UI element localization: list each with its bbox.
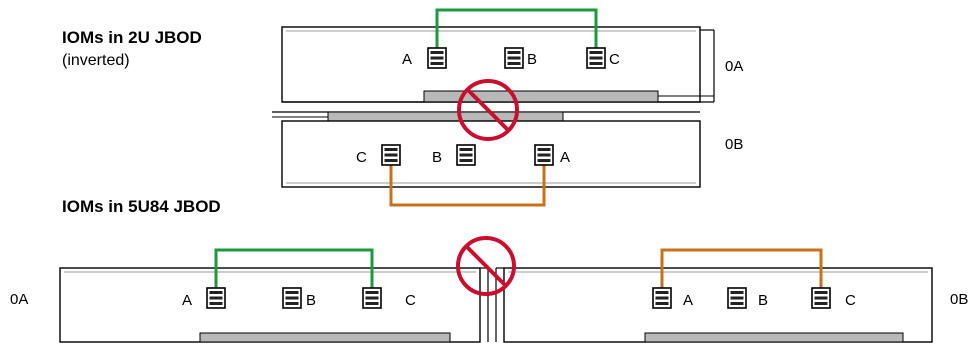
port-label: B xyxy=(432,149,442,166)
section-2u-title: IOMs in 2U JBOD xyxy=(62,28,202,47)
port-label: A xyxy=(560,149,570,166)
port-label: A xyxy=(683,292,693,309)
section-2u-subtitle: (inverted) xyxy=(62,52,130,69)
sas-port-icon xyxy=(727,287,747,309)
module-label-2u-top: 0A xyxy=(725,58,744,75)
iom-5u-left xyxy=(59,267,489,343)
iom-5u-left-latch xyxy=(199,332,451,343)
cable-5u-left xyxy=(214,248,374,291)
port-label: B xyxy=(527,51,537,68)
port-label: C xyxy=(609,51,620,68)
module-label-5u-left: 0A xyxy=(10,291,29,308)
iom-5u-right-body xyxy=(503,267,933,343)
cable-5u-right xyxy=(660,248,823,291)
sas-port-icon xyxy=(427,47,447,69)
sas-port-icon xyxy=(362,287,382,309)
port-label: A xyxy=(182,292,192,309)
sas-port-icon xyxy=(504,47,524,69)
sas-port-icon xyxy=(206,287,226,309)
sas-port-icon xyxy=(534,144,554,166)
iom-5u-left-body xyxy=(59,267,481,343)
port-label: C xyxy=(405,292,416,309)
cable-2u-bottom xyxy=(389,164,546,207)
iom-2u-bottom-latch xyxy=(327,111,564,122)
cable-2u-top xyxy=(435,8,598,51)
sas-port-icon xyxy=(652,287,672,309)
section-5u84-title: IOMs in 5U84 JBOD xyxy=(62,197,221,216)
prohibited-icon xyxy=(456,236,516,296)
iom-5u-right-latch xyxy=(644,332,904,343)
sas-port-icon xyxy=(282,287,302,309)
port-label: C xyxy=(845,292,856,309)
module-label-2u-bottom: 0B xyxy=(725,136,744,153)
module-label-5u-right: 0B xyxy=(950,291,969,308)
port-label: A xyxy=(402,51,412,68)
port-label: C xyxy=(356,149,367,166)
port-label: B xyxy=(758,292,768,309)
iom-2u-bottom-body xyxy=(281,120,701,188)
sas-port-icon xyxy=(811,287,831,309)
iom-5u-right xyxy=(495,267,933,343)
prohibited-icon xyxy=(457,79,519,141)
iom-2u-top-body xyxy=(281,26,701,103)
sas-port-icon xyxy=(456,144,476,166)
port-label: B xyxy=(306,292,316,309)
iom-2u-bottom xyxy=(272,111,701,188)
iom-2u-top xyxy=(281,26,715,103)
sas-port-icon xyxy=(586,47,606,69)
sas-port-icon xyxy=(381,144,401,166)
